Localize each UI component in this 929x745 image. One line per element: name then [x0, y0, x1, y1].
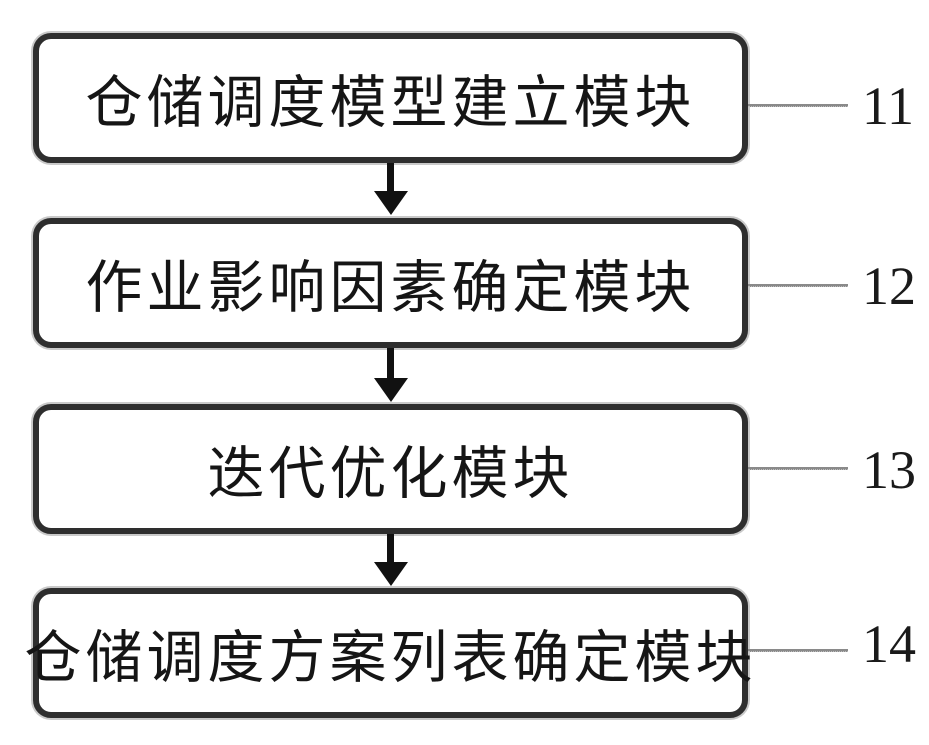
module-box-label: 仓储调度模型建立模块 [85, 72, 696, 135]
arrow-shaft-icon [387, 534, 394, 564]
ref-label-11: 11 [862, 76, 914, 136]
module-box-label: 作业影响因素确定模块 [85, 257, 696, 320]
arrow-shaft-icon [387, 348, 394, 380]
ref-label-13: 13 [862, 440, 916, 500]
arrow-head-icon [374, 562, 408, 586]
arrow-shaft-icon [387, 163, 394, 193]
ref-label-12: 12 [862, 256, 916, 316]
connector-line-4 [748, 649, 848, 652]
ref-label-14: 14 [862, 614, 916, 674]
module-box-label: 仓储调度方案列表确定模块 [24, 627, 757, 690]
arrow-head-icon [374, 378, 408, 402]
arrow-head-icon [374, 191, 408, 215]
connector-line-3 [748, 467, 848, 470]
module-box-warehouse-scheduling-model: 仓储调度模型建立模块 [33, 33, 748, 163]
module-box-label: 迭代优化模块 [207, 443, 574, 506]
connector-line-2 [748, 284, 848, 287]
module-box-iterative-optimization: 迭代优化模块 [33, 404, 748, 534]
connector-line-1 [748, 104, 848, 107]
module-box-scheduling-plan-list: 仓储调度方案列表确定模块 [25, 588, 753, 718]
module-box-operation-influence-factors: 作业影响因素确定模块 [33, 218, 748, 348]
